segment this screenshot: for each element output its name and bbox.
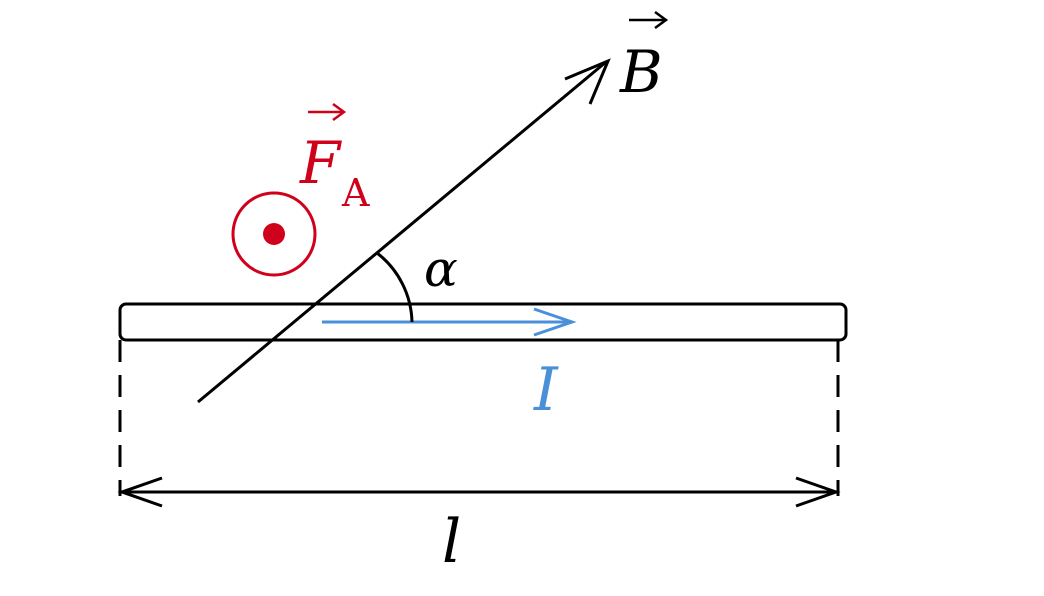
- force-subscript: A: [341, 171, 370, 215]
- angle-arc: [376, 251, 414, 323]
- current-arrow: [322, 307, 577, 337]
- magnetic-field-symbol: B: [619, 38, 663, 106]
- force-label: F A: [299, 102, 370, 215]
- force-out-of-page-icon: [231, 191, 317, 277]
- angle-label: α: [424, 240, 458, 298]
- magnetic-field-label: B: [619, 10, 669, 106]
- force-symbol: F: [299, 129, 342, 197]
- current-label: I: [533, 355, 559, 425]
- magnetic-field-arrow: [197, 58, 611, 404]
- length-label: l: [442, 507, 461, 577]
- length-dimension-arrow: [117, 476, 841, 508]
